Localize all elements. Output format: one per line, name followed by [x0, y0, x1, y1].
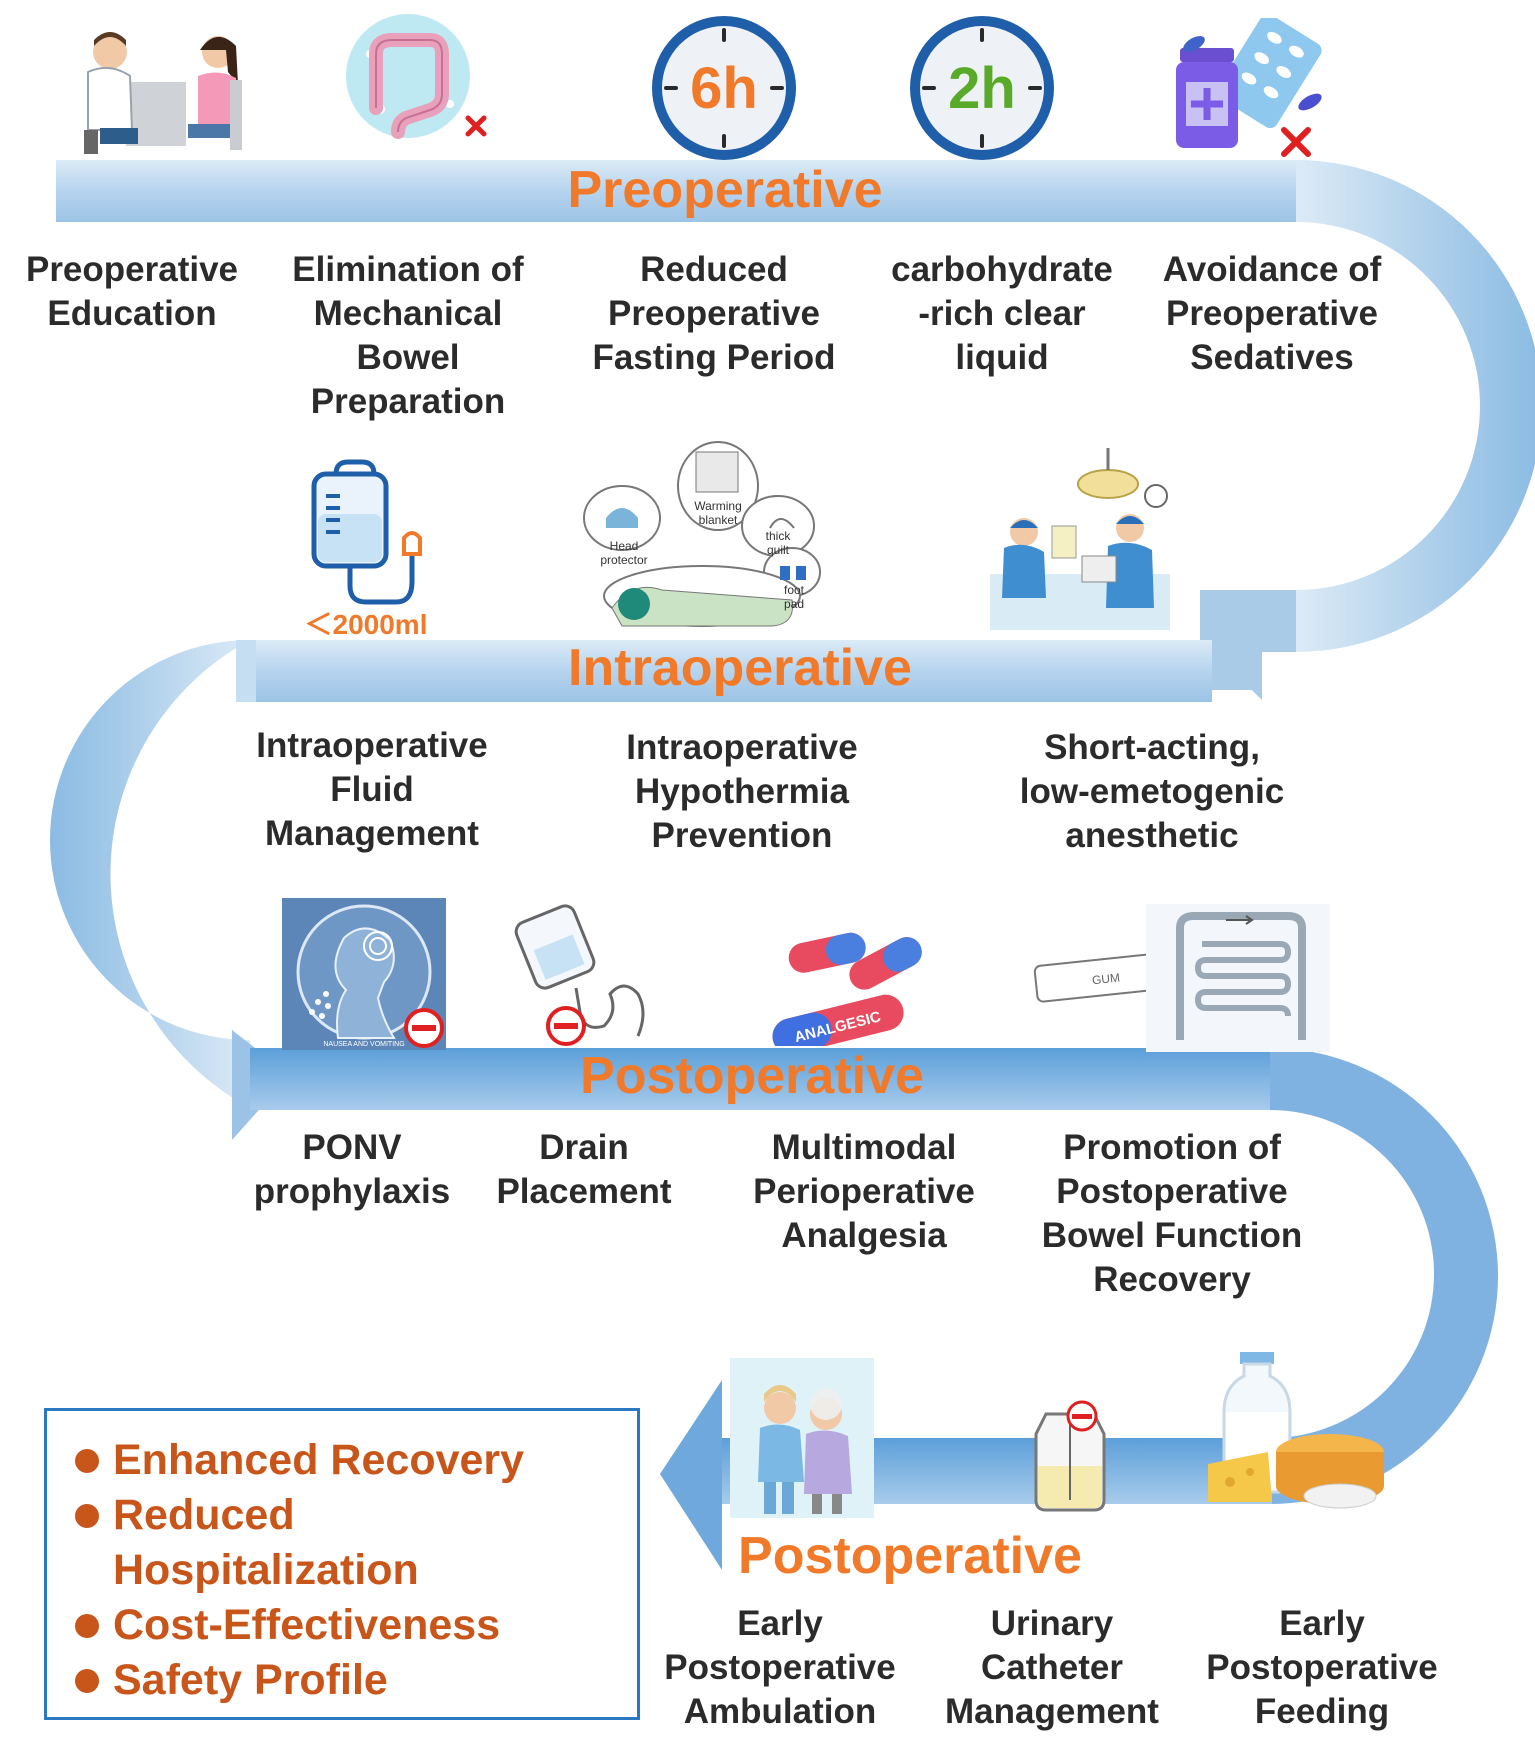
- nausea-caption: NAUSEA AND VOMITING: [323, 1041, 404, 1048]
- ribbon-preoperative: [56, 160, 1535, 652]
- stage-title-postoperative-1: Postoperative: [580, 1047, 924, 1105]
- outcome-enhanced-recovery: Enhanced Recovery: [75, 1433, 524, 1488]
- analgesic-capsules-icon: ANALGESIC: [772, 932, 922, 1046]
- drain-bag-icon: [514, 904, 645, 1046]
- clock-2h-icon: 2h: [910, 16, 1054, 160]
- warming-blanket-label-2: blanket: [699, 513, 738, 527]
- thick-quilt-label: thick: [766, 529, 792, 543]
- ribbon-postoperative-1: [232, 1030, 1498, 1504]
- milk-cheese-icon: [1208, 1352, 1384, 1509]
- doctor-patient-consultation-icon: [84, 32, 242, 154]
- thick-quilt-label-2: quilt: [767, 543, 790, 557]
- operating-room-icon: [990, 448, 1170, 630]
- clock-2h-label: 2h: [948, 56, 1016, 121]
- iv-volume-limit: ＜2000ml: [306, 609, 427, 637]
- stage-title-postoperative-2: Postoperative: [738, 1527, 1082, 1585]
- outcome-cost-effectiveness: Cost-Effectiveness: [75, 1598, 524, 1653]
- bullet-dot: [75, 1504, 99, 1528]
- bullet-dot: [75, 1449, 99, 1473]
- outcome-safety-profile: Safety Profile: [75, 1653, 524, 1708]
- head-protector-label: Head: [610, 539, 639, 553]
- iv-bag-icon: ＜2000ml: [306, 459, 427, 637]
- ribbon-intraoperative: [50, 590, 1296, 1108]
- colon-cross-icon: [346, 14, 487, 139]
- sedative-pills-cross-icon: [1176, 18, 1322, 157]
- gum-label: GUM: [1091, 971, 1120, 988]
- bullet-dot: [75, 1669, 99, 1693]
- warming-sketch-icon: Warming blanket Head protector thick qui…: [583, 441, 821, 627]
- stage-title-intraoperative: Intraoperative: [568, 639, 912, 697]
- head-protector-label-2: protector: [600, 553, 647, 567]
- urine-bag-icon: [1034, 1400, 1106, 1512]
- warming-blanket-label: Warming: [694, 499, 742, 513]
- arrowhead-postoperative-2: [660, 1380, 722, 1570]
- bullet-dot: [75, 1614, 99, 1638]
- bowel-function-icon: GUM: [1033, 904, 1330, 1052]
- foot-pad-label: foot: [784, 583, 805, 597]
- clock-6h-label: 6h: [690, 56, 758, 121]
- walking-patients-icon: [730, 1358, 874, 1518]
- clock-6h-icon: 6h: [652, 16, 796, 160]
- stage-title-preoperative: Preoperative: [567, 161, 883, 219]
- foot-pad-label-2: pad: [784, 597, 804, 611]
- nausea-vomiting-icon: NAUSEA AND VOMITING: [282, 898, 446, 1050]
